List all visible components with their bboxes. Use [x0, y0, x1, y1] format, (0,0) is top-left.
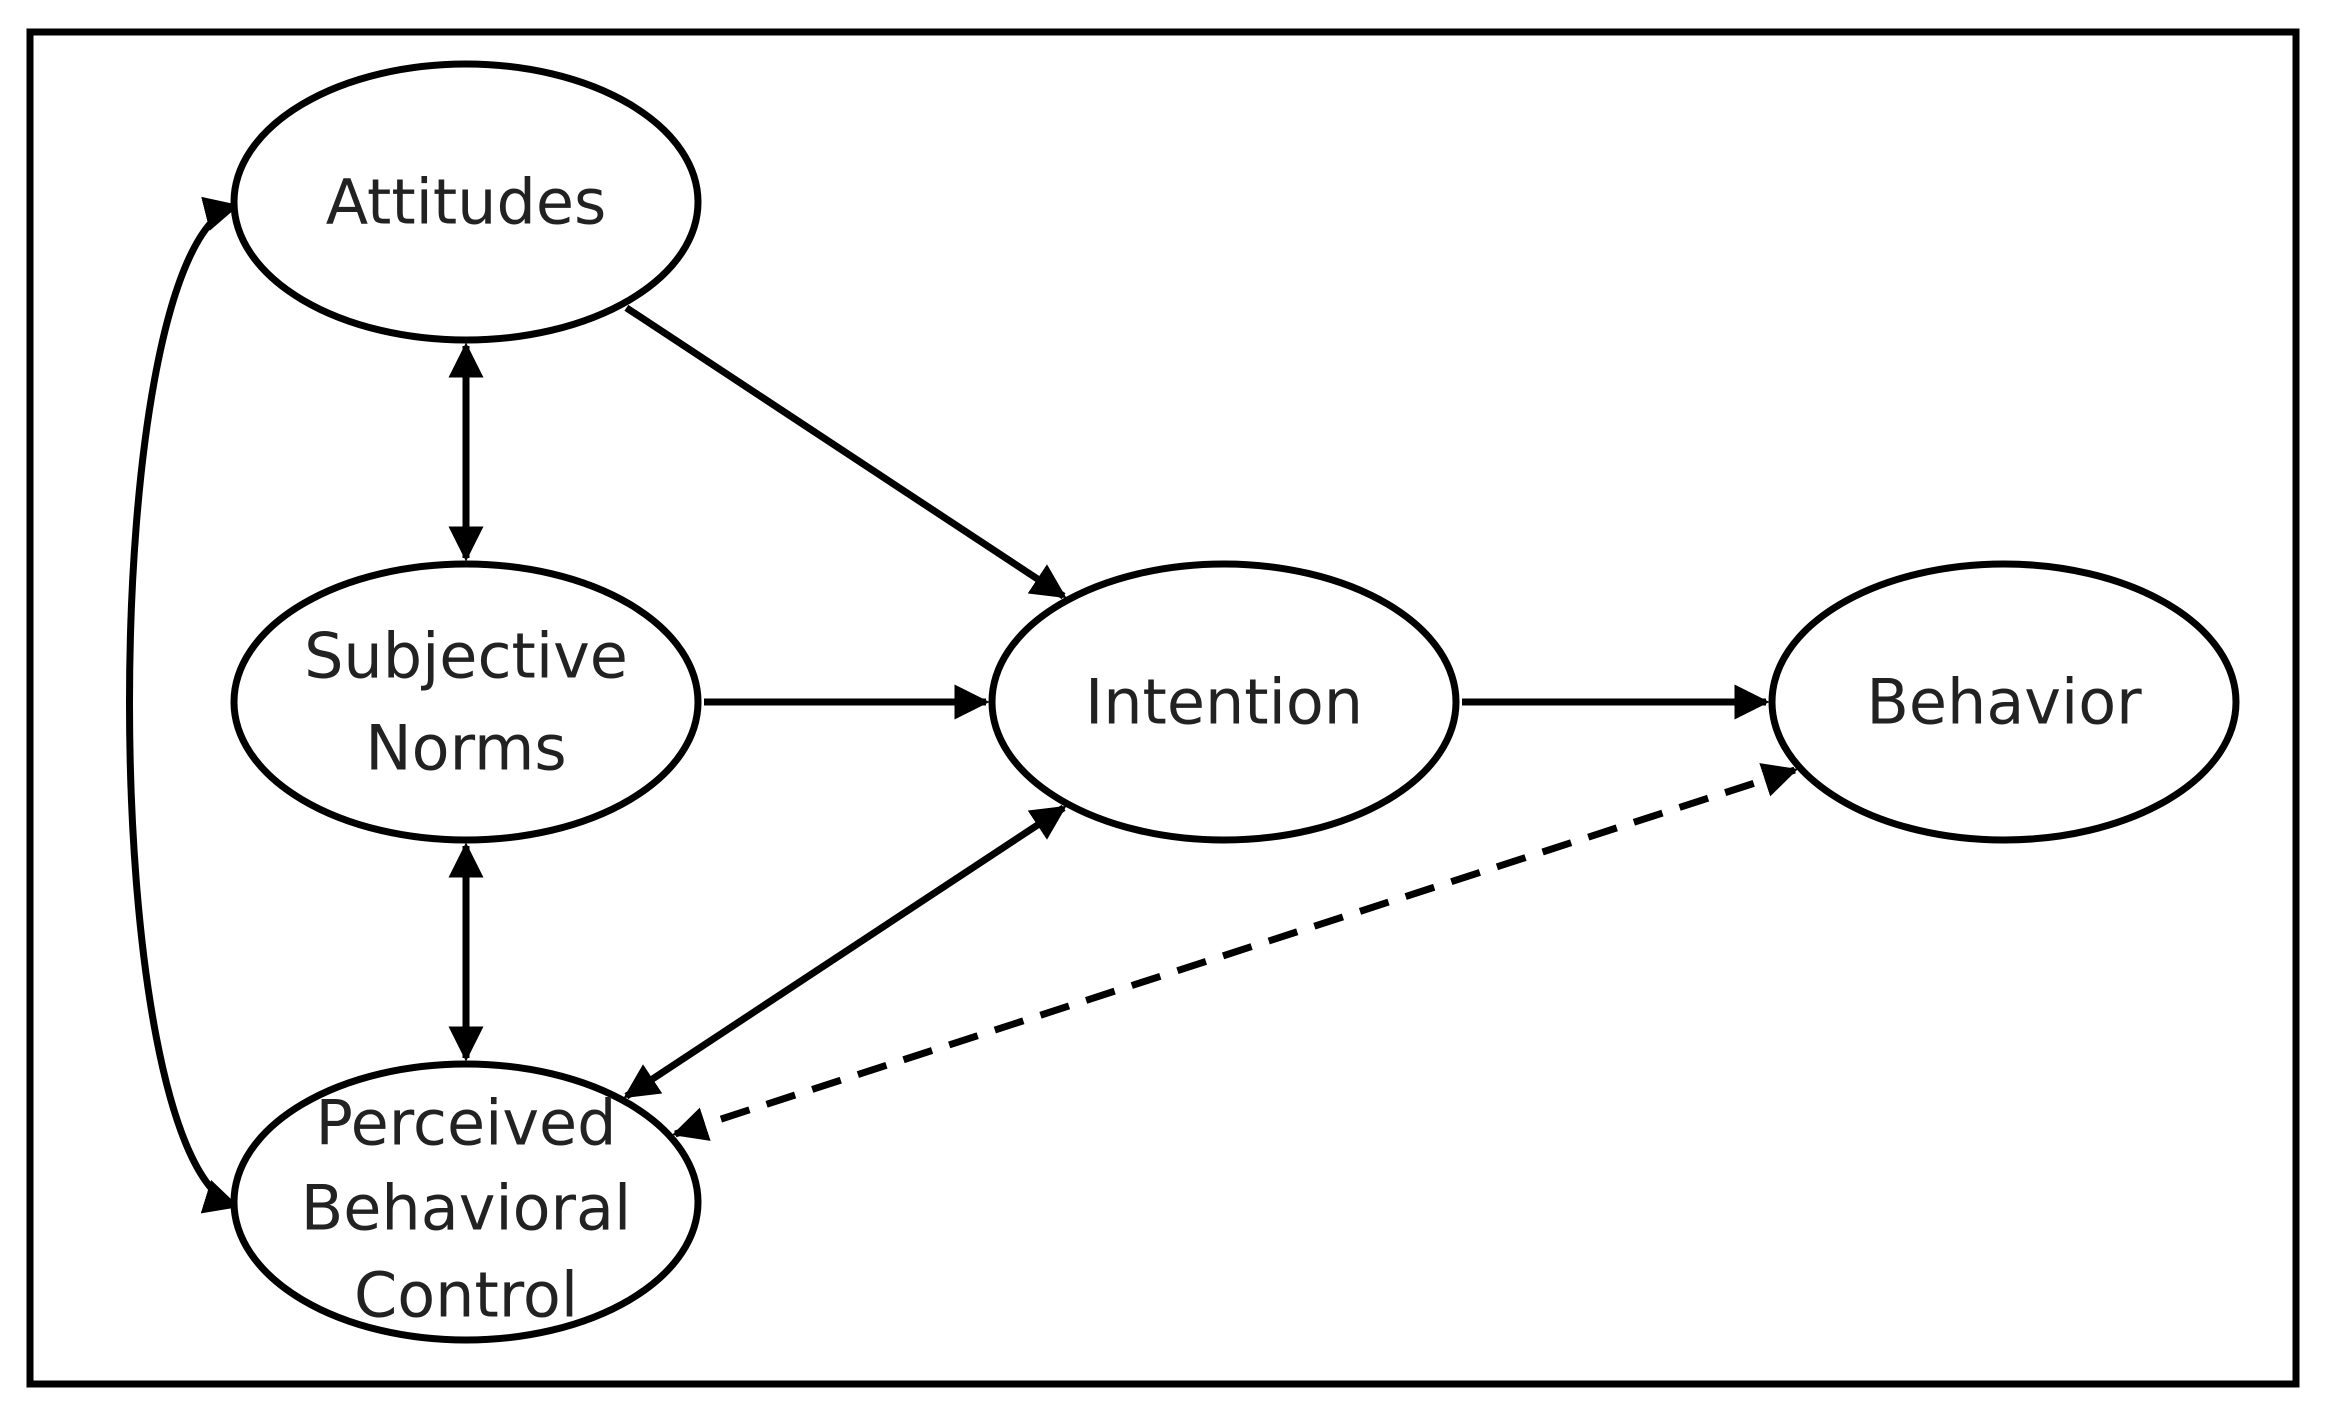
node-attitudes-shape [230, 60, 702, 344]
edge-attitudes-to-intention [624, 304, 1067, 600]
node-subjective-norms-shape [230, 560, 702, 844]
node-intention-label-1: Intention [1085, 666, 1363, 739]
node-perceived-behavioral-control-label-3: Control [354, 1259, 578, 1332]
edge-attitudes-to-perceived-behavioral-control [126, 196, 240, 1214]
node-perceived-behavioral-control: Perceived Behavioral Control [230, 1060, 702, 1344]
edges-layer [126, 196, 1799, 1214]
node-perceived-behavioral-control-shape [230, 1060, 702, 1344]
node-subjective-norms: Subjective Norms [230, 560, 702, 844]
node-behavior: Behavior [1768, 560, 2240, 844]
node-attitudes-label-1: Attitudes [326, 166, 607, 239]
node-subjective-norms-label-1: Subjective [304, 620, 628, 693]
node-subjective-norms-label-2: Norms [365, 712, 566, 785]
node-intention-shape [988, 560, 1460, 844]
node-behavior-shape [1768, 560, 2240, 844]
node-perceived-behavioral-control-label-2: Behavioral [301, 1172, 632, 1245]
node-attitudes: Attitudes [230, 60, 702, 344]
nodes-layer: Attitudes Subjective Norms Perceived Beh… [230, 60, 2240, 1344]
node-perceived-behavioral-control-label-1: Perceived [315, 1087, 616, 1160]
edge-perceived-behavioral-control-to-behavior [671, 763, 1799, 1141]
node-behavior-label-1: Behavior [1866, 666, 2142, 739]
node-intention: Intention [988, 560, 1460, 844]
